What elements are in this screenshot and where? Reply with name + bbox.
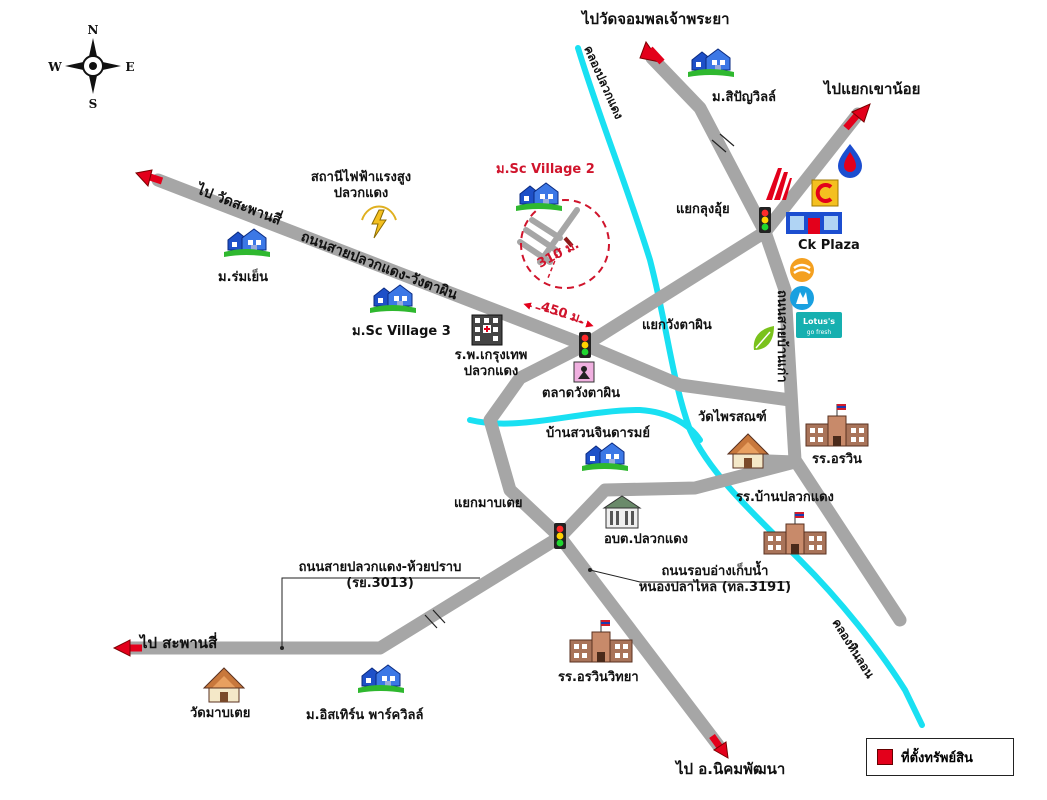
- place-school-orawin: รร.อรวิน: [812, 452, 862, 467]
- road-network: [121, 51, 907, 752]
- compass-n-label: N: [88, 23, 99, 37]
- place-rom-yen: ม.ร่มเย็น: [218, 270, 269, 285]
- village-house-icon: [223, 228, 271, 258]
- destination-west-bottom: ไป สะพานสี่: [140, 634, 218, 652]
- legend-swatch: [877, 749, 893, 765]
- reservoir-road-1: ถนนรอบอ่างเก็บน้ำ: [661, 564, 769, 579]
- arrow-west-top: [135, 169, 164, 188]
- place-sitthiyawin: ม.สิปัญวิลล์: [712, 90, 777, 105]
- ptt-logo-icon: [838, 144, 862, 178]
- place-wat-phrai: วัดไพรสณฑ์: [698, 410, 767, 425]
- hospital-icon: [471, 314, 503, 346]
- place-ck-plaza: Ck Plaza: [798, 238, 860, 253]
- school-icon: [763, 511, 827, 555]
- village-house-icon: [687, 48, 735, 78]
- road-reservoir-east: [553, 455, 802, 544]
- reservoir-road-2: หนองปลาไหล (ทล.3191): [638, 579, 792, 595]
- lotus-label: Lotus's: [803, 317, 835, 326]
- road-central: [483, 338, 592, 544]
- project-marker: [563, 236, 574, 248]
- place-power-station: สถานีไฟฟ้าแรงสูง ปลวกแดง: [306, 170, 416, 201]
- place-isetthiron: ม.อิสเทิร์น พาร์ควิลล์: [306, 708, 424, 723]
- road-label-reservoir: ถนนรอบอ่างเก็บน้ำ หนองปลาไหล (ทล.3191): [630, 564, 800, 595]
- traffic-light-icon: [579, 332, 591, 358]
- temple-icon: [203, 667, 245, 703]
- traffic-light-icon: [759, 207, 771, 233]
- market-icon: [573, 361, 595, 383]
- village-house-icon: [581, 442, 629, 472]
- road-huai-prab: [121, 530, 567, 655]
- legend-label: ที่ตั้งทรัพย์สิน: [901, 750, 973, 766]
- junction-map-toei: แยกมาบเตย: [454, 496, 523, 511]
- lotus-sublabel: go fresh: [807, 329, 832, 336]
- bridge-mark-southwest: [424, 609, 446, 629]
- arrow-south: [709, 733, 729, 759]
- place-hospital: ร.พ.เกรุงเทพ ปลวกแดง: [446, 348, 536, 379]
- road-to-jomphon: [645, 51, 772, 239]
- road-south: [553, 530, 725, 752]
- compass-e-label: E: [125, 60, 134, 74]
- ck-brand-icon: [811, 179, 839, 207]
- compass-w-label: W: [47, 60, 62, 74]
- village-house-icon: [369, 284, 417, 314]
- map-legend: ที่ตั้งทรัพย์สิน: [866, 738, 1014, 776]
- bridge-mark-north: [711, 133, 735, 153]
- destination-northeast: ไปแยกเขาน้อย: [824, 80, 921, 98]
- compass-s-label: S: [89, 97, 98, 111]
- hospital-label-2: ปลวกแดง: [463, 363, 519, 379]
- ck-plaza-building-icon: [786, 212, 842, 234]
- arrow-west-bottom: [112, 639, 142, 657]
- huai-prab-code: (รย.3013): [346, 575, 414, 591]
- road-label-right-vertical: ถนนสายบ้านเก่า: [774, 290, 790, 383]
- place-school-baan: รร.บ้านปลวกแดง: [736, 490, 834, 505]
- traffic-light-icon: [554, 523, 566, 549]
- honda-logo-icon: [766, 168, 792, 200]
- ktb-logo-icon: [790, 286, 814, 310]
- bangchak-leaf-icon: [753, 326, 774, 350]
- village-house-icon: [515, 182, 563, 212]
- road-to-khao-noi: [758, 107, 865, 239]
- place-wat-map-toei: วัดมาบเตย: [190, 706, 251, 721]
- road-label-huai-prab: ถนนสายปลวกแดง-ห้วยปราบ (รย.3013): [280, 560, 480, 591]
- place-obt: อบต.ปลวกแดง: [604, 532, 688, 547]
- radius-circle: [520, 199, 610, 289]
- huai-prab-name: ถนนสายปลวกแดง-ห้วยปราบ: [298, 560, 462, 575]
- leader-line-reservoir: [589, 569, 790, 583]
- compass-rose-icon: N S E W: [47, 23, 134, 111]
- place-school-orawin-witthaya: รร.อรวินวิทยา: [558, 670, 639, 685]
- distance-450-line: [523, 302, 594, 328]
- destination-north: ไปวัดจอมพลเจ้าพระยา: [582, 10, 730, 28]
- road-wang-ta-phin: [151, 173, 592, 352]
- road-right-vertical: [758, 225, 907, 627]
- road-diagonal-east: [578, 338, 797, 407]
- place-market: ตลาดวังตาผิน: [542, 386, 621, 401]
- lotus-logo-icon: Lotus's go fresh: [796, 312, 842, 338]
- place-sc-village-3: ม.Sc Village 3: [352, 324, 451, 339]
- canal-pluak-daeng: [467, 45, 925, 728]
- leader-line-huai-prab: [281, 577, 480, 648]
- power-station-icon: [361, 205, 397, 239]
- power-station-label-1: สถานีไฟฟ้าแรงสูง: [310, 170, 412, 185]
- power-station-label-2: ปลวกแดง: [333, 185, 389, 201]
- canal-label-hin-lon: คลองหินลอน: [829, 616, 877, 681]
- school-icon: [805, 403, 869, 447]
- arrow-north: [639, 40, 665, 65]
- place-baan-suan: บ้านสวนจินดารมย์: [546, 426, 650, 441]
- destination-south: ไป อ.นิคมพัฒนา: [676, 760, 786, 778]
- hospital-label-1: ร.พ.เกรุงเทพ: [454, 348, 528, 363]
- village-house-icon: [357, 664, 405, 694]
- arrow-northeast: [843, 103, 871, 131]
- project-soi: [517, 207, 580, 265]
- government-office-icon: [602, 495, 642, 529]
- place-sc-village-2: ม.Sc Village 2: [496, 162, 595, 177]
- radius-310-line: [547, 247, 561, 279]
- temple-icon: [727, 433, 769, 469]
- junction-wang-ta-phin: แยกวังตาผิน: [642, 318, 712, 333]
- junction-lung-u: แยกลุงอุ้ย: [676, 202, 730, 217]
- krungsri-logo-icon: [790, 258, 814, 282]
- road-to-lung-u: [578, 225, 772, 352]
